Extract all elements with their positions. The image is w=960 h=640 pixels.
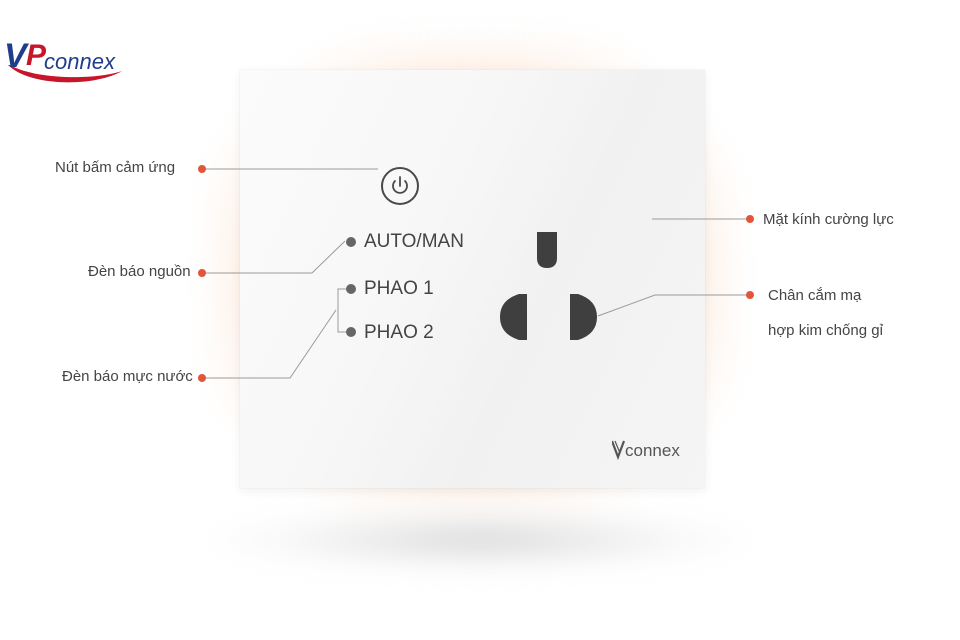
panel-shadow xyxy=(210,505,750,575)
callout-dot-glass xyxy=(746,215,754,223)
label-tempered-glass: Mặt kính cường lực xyxy=(763,211,894,228)
indicator-phao2 xyxy=(346,327,356,337)
panel-label-phao2: PHAO 2 xyxy=(364,322,434,343)
label-power-indicator: Đèn báo nguồn xyxy=(88,263,191,280)
label-pins-line2: hợp kim chống gỉ xyxy=(768,322,883,339)
svg-text:P: P xyxy=(26,39,47,72)
svg-text:V: V xyxy=(4,37,30,75)
logo-text: connex xyxy=(44,49,116,74)
callout-dot-power xyxy=(198,269,206,277)
callout-dot-water xyxy=(198,374,206,382)
label-touch-button: Nút bấm cảm ứng xyxy=(55,159,176,176)
vpconnex-logo: V P connex xyxy=(4,37,122,83)
callout-dot-touch xyxy=(198,165,206,173)
panel-label-phao1: PHAO 1 xyxy=(364,278,434,299)
indicator-auto-man xyxy=(346,237,356,247)
glass-panel xyxy=(240,70,705,488)
socket-pins xyxy=(500,232,597,340)
callout-dot-pins xyxy=(746,291,754,299)
indicator-phao1 xyxy=(346,284,356,294)
label-water-indicator: Đèn báo mực nước xyxy=(62,368,193,385)
panel-brand-logo: connex xyxy=(612,440,680,461)
label-pins-line1: Chân cắm mạ xyxy=(768,287,862,304)
power-button[interactable] xyxy=(381,167,419,205)
panel-brand-text: connex xyxy=(625,441,680,460)
panel-label-auto-man: AUTO/MAN xyxy=(364,231,464,252)
